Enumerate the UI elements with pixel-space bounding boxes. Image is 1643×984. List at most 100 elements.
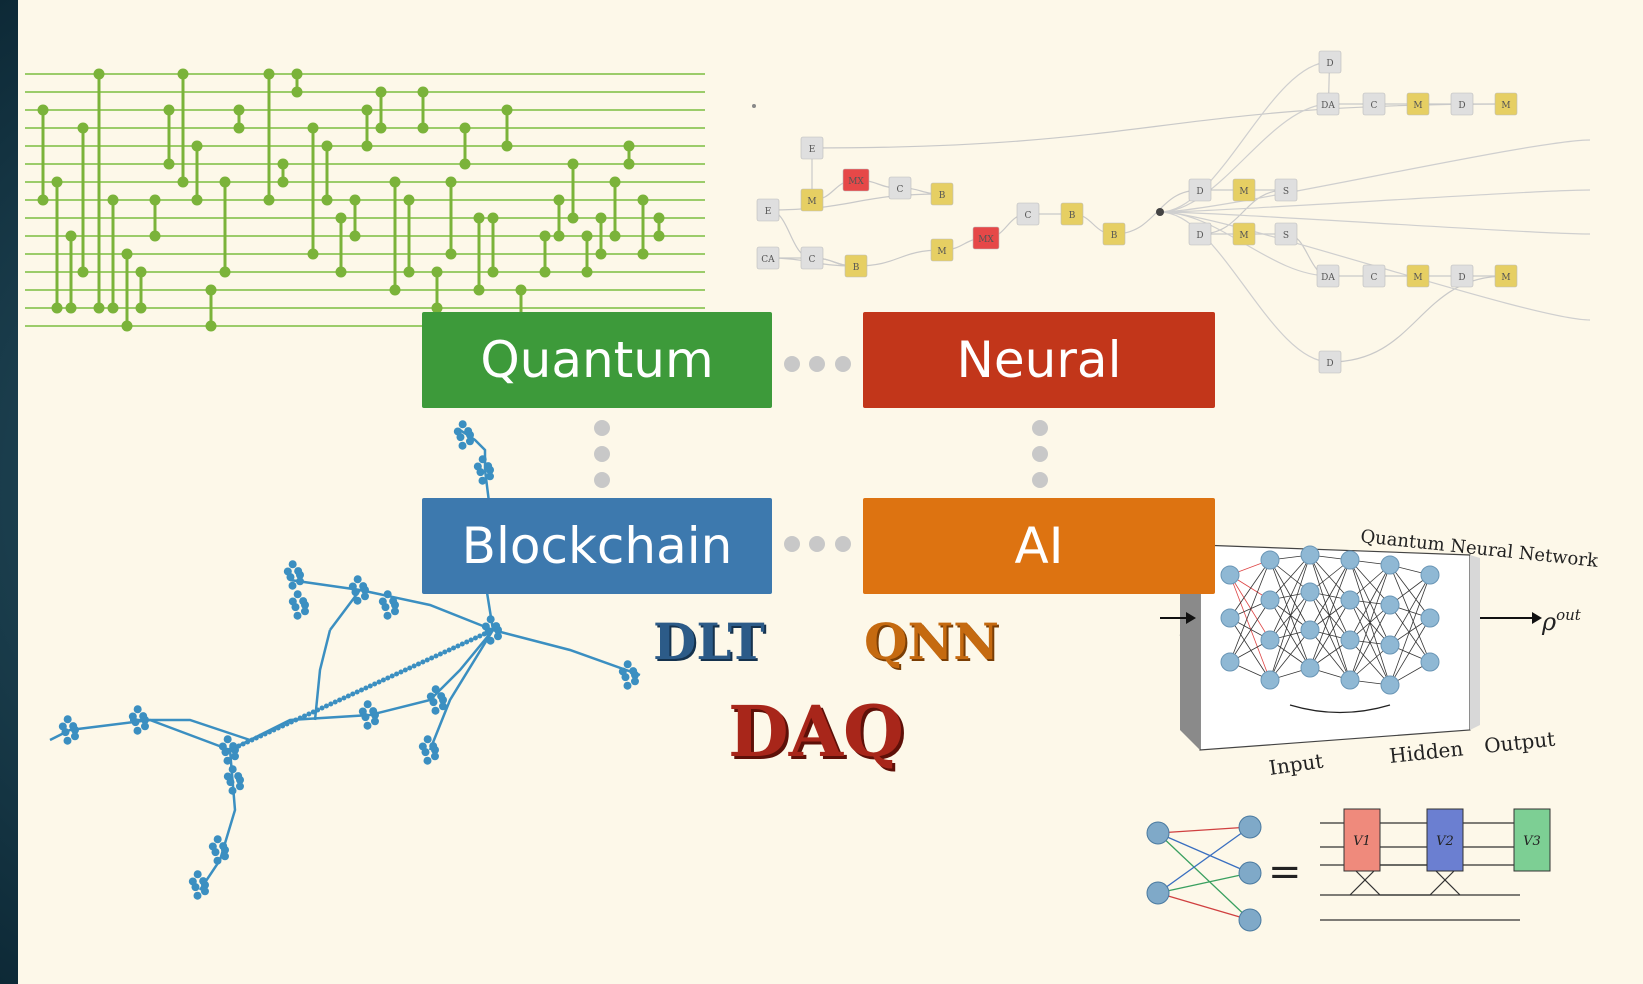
gate-control xyxy=(623,140,635,152)
tree-node xyxy=(284,721,290,727)
gate-target xyxy=(77,266,89,278)
tree-node-cluster xyxy=(293,590,302,599)
graph-node xyxy=(842,168,870,192)
tree-node-cluster xyxy=(623,660,632,669)
graph-node xyxy=(1406,92,1430,116)
tree-node-cluster xyxy=(437,692,446,701)
qnn-hidden-brace xyxy=(1289,704,1391,714)
tree-node xyxy=(231,745,237,751)
tree-node-cluster xyxy=(300,607,309,616)
gate-control xyxy=(389,176,401,188)
graph-node-label: DA xyxy=(1321,273,1335,283)
graph-node-label: MX xyxy=(978,235,994,245)
graph-edge xyxy=(1159,139,1591,213)
graph-edge xyxy=(855,249,943,267)
qnn-connection xyxy=(1229,574,1271,681)
gate-control xyxy=(431,266,443,278)
ai-box: AI xyxy=(863,498,1215,594)
gate-control xyxy=(321,140,333,152)
connector-dot xyxy=(809,536,825,552)
tree-node-cluster xyxy=(218,742,227,751)
tree-node-cluster xyxy=(465,437,474,446)
tree-branch xyxy=(130,718,251,742)
qnn-connection xyxy=(1349,564,1391,641)
gate-target xyxy=(553,230,565,242)
gate-target xyxy=(349,230,361,242)
qnn-connection xyxy=(1389,617,1431,686)
gate-control xyxy=(77,122,89,134)
gate-target xyxy=(403,266,415,278)
eq-edge xyxy=(1157,832,1251,921)
tree-branch xyxy=(329,589,361,631)
tree-branch xyxy=(313,629,332,721)
graph-edge xyxy=(1159,103,1331,213)
qnn-frame-edge xyxy=(1470,555,1480,730)
tree-node-cluster xyxy=(629,667,638,676)
graph-node xyxy=(800,188,824,212)
eq-gate-label: V1 xyxy=(1353,834,1371,849)
graph-node-label: B xyxy=(939,191,946,201)
tree-node xyxy=(258,733,264,739)
qnn-connection xyxy=(1309,591,1351,681)
connector-dot xyxy=(1032,420,1048,436)
graph-node xyxy=(1188,178,1212,202)
tree-node-cluster xyxy=(133,705,142,714)
tree-node xyxy=(389,673,395,679)
gate-control xyxy=(567,158,579,170)
gate-target xyxy=(417,122,429,134)
tree-node xyxy=(332,699,338,705)
gate-control xyxy=(501,104,513,116)
qnn-connection xyxy=(1349,564,1391,681)
graph-node-label: M xyxy=(1239,187,1248,197)
tree-node-cluster xyxy=(223,756,232,765)
tree-node-cluster xyxy=(458,420,467,429)
graph-node-label: M xyxy=(1239,231,1248,241)
qnn-label: QNN xyxy=(864,612,999,671)
graph-node-label: M xyxy=(1413,273,1422,283)
tree-node-cluster xyxy=(288,560,297,569)
equals-sign: = xyxy=(1268,849,1302,895)
graph-node xyxy=(800,136,824,160)
qnn-neuron xyxy=(1380,635,1400,655)
graph-edge xyxy=(1199,189,1287,235)
tree-branch xyxy=(289,578,494,632)
connector-dot xyxy=(594,420,610,436)
qnn-connection xyxy=(1309,559,1351,669)
gate-control xyxy=(219,176,231,188)
tree-node-cluster xyxy=(383,611,392,620)
graph-node xyxy=(930,238,954,262)
graph-node xyxy=(1318,50,1342,74)
tree-node xyxy=(359,687,364,693)
quantum-box-label: Quantum xyxy=(480,331,714,389)
gate-control xyxy=(459,122,471,134)
gate-target xyxy=(51,302,63,314)
gate-target xyxy=(277,176,289,188)
tree-node-cluster xyxy=(213,856,222,865)
graph-hub xyxy=(1156,208,1164,216)
eq-gate-label: V3 xyxy=(1523,834,1541,849)
qnn-neuron xyxy=(1420,652,1440,672)
graph-node-label: CA xyxy=(761,255,775,265)
tree-node-cluster xyxy=(199,877,208,886)
qnn-neuron xyxy=(1260,590,1280,610)
tree-node xyxy=(227,747,233,753)
tree-node xyxy=(380,677,386,683)
qnn-connection xyxy=(1269,554,1311,601)
graph-node-label: D xyxy=(1326,359,1333,369)
qnn-connection xyxy=(1309,629,1351,681)
qnn-neuron xyxy=(1300,582,1320,602)
gate-target xyxy=(149,230,161,242)
graph-node xyxy=(1318,350,1342,374)
gate-control xyxy=(445,176,457,188)
gate-target xyxy=(487,266,499,278)
eq-swap-wire xyxy=(1349,864,1461,896)
tree-node-cluster xyxy=(492,622,501,631)
gate-target xyxy=(177,176,189,188)
tree-node-cluster xyxy=(623,681,632,690)
tree-node-cluster xyxy=(228,765,237,774)
graph-node-label: B xyxy=(1069,211,1076,221)
blockchain-box-label: Blockchain xyxy=(461,517,733,575)
gate-target xyxy=(637,248,649,260)
